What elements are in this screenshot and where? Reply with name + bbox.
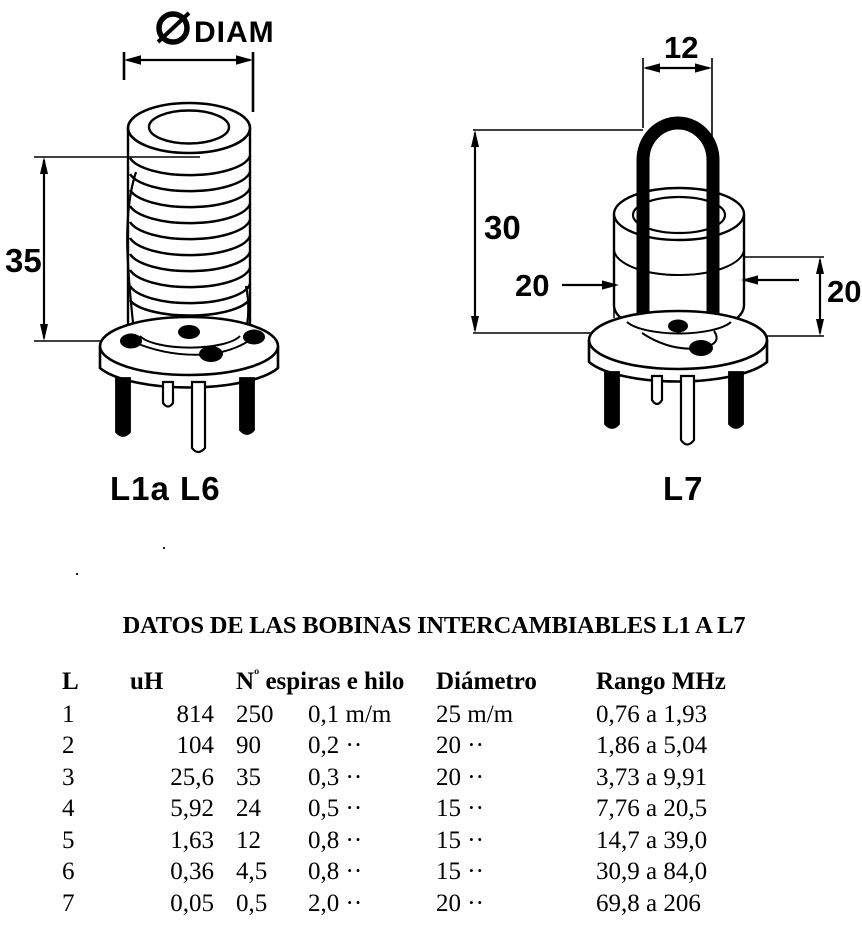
cell-uh: 814: [176, 700, 215, 728]
table-row: 5 1,63 12 0,8 ·· 15 ·· 14,7 a 39,0: [62, 825, 726, 857]
cell-wire: 0,1 m/m: [308, 700, 392, 728]
table-body: 1 814 250 0,1 m/m 25 m/m 0,76 a 1,93 2 1…: [62, 699, 726, 920]
cell-range: 1,86 a 5,04: [596, 732, 708, 759]
cell-turns: 35: [236, 763, 261, 791]
scan-speck: [163, 547, 165, 549]
socket-base-flange: [98, 315, 280, 389]
table-row: 4 5,92 24 0,5 ·· 15 ·· 7,76 a 20,5: [62, 793, 726, 825]
cell-turns: 90: [236, 732, 261, 759]
header-range: Rango MHz: [596, 668, 726, 695]
table-row: 7 0,05 0,5 2,0 ·· 20 ·· 69,8 a 206: [62, 888, 726, 920]
cell-wire: 2,0 ··: [308, 889, 363, 917]
cell-l: 7: [62, 889, 75, 917]
table-header-row: L uH Nº espiras e hilo Diámetro Rango MH…: [62, 666, 726, 699]
cell-uh: 0,05: [170, 889, 214, 917]
figures-area: 35 DIAM 12 30: [5, 11, 861, 575]
cell-uh: 0,36: [170, 858, 214, 885]
cell-diameter: 15 ··: [436, 826, 484, 854]
cell-l: 4: [62, 795, 75, 822]
cell-turns: 24: [236, 795, 261, 822]
cell-l: 6: [62, 858, 75, 885]
coil-former-body: [612, 186, 746, 324]
cell-diameter: 25 m/m: [436, 700, 514, 728]
cell-wire: 0,8 ··: [308, 826, 363, 854]
socket-pins: [115, 377, 255, 454]
height-dimension-label: 30: [484, 209, 521, 246]
width-dimension-label: 12: [664, 30, 698, 65]
coil-data-table: L uH Nº espiras e hilo Diámetro Rango MH…: [62, 666, 726, 919]
scan-speck: [76, 573, 78, 575]
cell-range: 7,76 a 20,5: [596, 795, 708, 822]
cell-uh: 104: [176, 732, 215, 759]
cell-diameter: 15 ··: [436, 858, 484, 885]
right-dimension-label: 20: [827, 274, 861, 309]
socket-base-flange: [587, 309, 769, 383]
cell-turns: 4,5: [236, 858, 268, 885]
cell-range: 14,7 a 39,0: [596, 826, 708, 854]
cell-range: 0,76 a 1,93: [596, 700, 708, 728]
header-diameter: Diámetro: [436, 668, 537, 695]
coil-windings: [128, 155, 252, 317]
header-turns-prefix: N: [236, 668, 255, 695]
cell-uh: 25,6: [170, 763, 214, 791]
socket-pins: [604, 371, 744, 446]
cell-wire: 0,5 ··: [308, 795, 363, 822]
cell-wire: 0,8 ··: [308, 858, 363, 885]
coil-data-table-block: DATOS DE LAS BOBINAS INTERCAMBIABLES L1 …: [0, 612, 862, 919]
cell-diameter: 15 ··: [436, 795, 484, 822]
height-dimension-line: [40, 157, 48, 341]
width-dimension-line: [643, 63, 712, 73]
coil-former-body: [126, 101, 252, 338]
table-row: 2 104 90 0,2 ·· 20 ·· 1,86 a 5,04: [62, 730, 726, 762]
caption-l1-l6: L1a L6: [110, 470, 221, 507]
diameter-symbol-icon: [156, 11, 191, 45]
cell-range: 30,9 a 84,0: [596, 858, 708, 885]
cell-turns: 250: [236, 700, 274, 728]
cell-range: 69,8 a 206: [596, 889, 701, 917]
height-dimension-label: 35: [5, 242, 42, 279]
cell-wire: 0,2 ··: [308, 732, 363, 759]
caption-l7: L7: [663, 470, 704, 507]
cell-l: 1: [62, 700, 75, 728]
left-dimension-label: 20: [515, 268, 549, 303]
table-row: 1 814 250 0,1 m/m 25 m/m 0,76 a 1,93: [62, 699, 726, 731]
header-turns-sup: º: [254, 666, 260, 684]
cell-l: 2: [62, 732, 75, 759]
cell-l: 5: [62, 826, 75, 854]
header-l: L: [62, 668, 79, 695]
cell-diameter: 20 ··: [436, 732, 484, 759]
cell-range: 3,73 a 9,91: [596, 763, 708, 791]
coil-figure-l7: 12 30 20: [471, 30, 861, 446]
cell-uh: 5,92: [170, 795, 214, 822]
cell-diameter: 20 ··: [436, 889, 484, 917]
cell-l: 3: [62, 763, 75, 791]
cell-wire: 0,3 ··: [308, 763, 363, 791]
left-wall-dimension: [562, 280, 619, 318]
table-title: DATOS DE LAS BOBINAS INTERCAMBIABLES L1 …: [122, 612, 746, 639]
cell-turns: 0,5: [236, 889, 268, 917]
cell-diameter: 20 ··: [436, 763, 484, 791]
header-turns-and-wire: Nº espiras e hilo: [236, 666, 436, 699]
diam-label: DIAM: [194, 16, 275, 49]
header-turns-text: espiras e hilo: [265, 668, 405, 695]
diam-dimension-line: [124, 55, 253, 65]
coil-figure-l1-l6: 35 DIAM: [5, 11, 280, 454]
table-row: 6 0,36 4,5 0,8 ·· 15 ·· 30,9 a 84,0: [62, 856, 726, 888]
header-uh: uH: [130, 668, 164, 695]
height-dimension-line: [471, 130, 479, 333]
table-row: 3 25,6 35 0,3 ·· 20 ·· 3,73 a 9,91: [62, 762, 726, 794]
cell-turns: 12: [236, 826, 261, 854]
cell-uh: 1,63: [170, 826, 214, 854]
